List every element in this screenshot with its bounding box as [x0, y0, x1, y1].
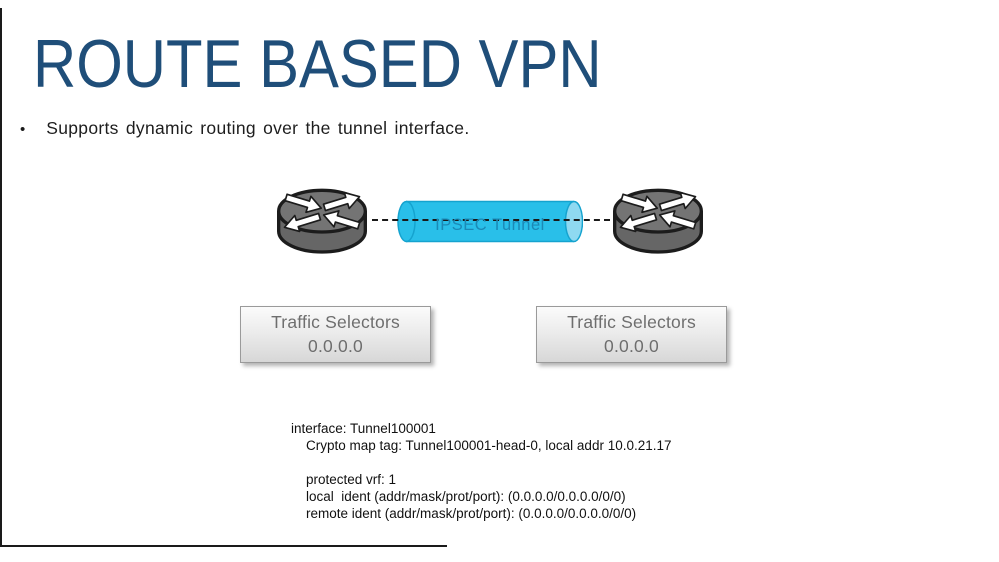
console-line: protected vrf: 1 [291, 472, 397, 487]
traffic-selector-box-right: Traffic Selectors 0.0.0.0 [536, 306, 727, 363]
console-line [291, 454, 672, 471]
console-line: remote ident (addr/mask/prot/port): (0.0… [291, 506, 637, 521]
bottom-border-line [0, 545, 447, 547]
traffic-selector-title: Traffic Selectors [271, 311, 400, 332]
console-line: interface: Tunnel100001 [291, 421, 436, 436]
tunnel-dashed-link-line [372, 219, 610, 221]
left-border-line [0, 8, 2, 547]
bullet-text: Supports dynamic routing over the tunnel… [46, 118, 470, 138]
router-icon [613, 188, 703, 254]
console-output: interface: Tunnel100001 Crypto map tag: … [291, 420, 672, 522]
page-title: ROUTE BASED VPN [33, 26, 602, 102]
tunnel-label: IPSEC Tunnel [435, 216, 545, 234]
traffic-selector-value: 0.0.0.0 [308, 335, 363, 356]
traffic-selector-box-left: Traffic Selectors 0.0.0.0 [240, 306, 431, 363]
bullet-item: • Supports dynamic routing over the tunn… [20, 118, 470, 139]
console-line: Crypto map tag: Tunnel100001-head-0, loc… [291, 438, 672, 453]
tunnel-cylinder-icon [397, 200, 583, 243]
traffic-selector-value: 0.0.0.0 [604, 335, 659, 356]
console-line: local ident (addr/mask/prot/port): (0.0.… [291, 489, 626, 504]
traffic-selector-title: Traffic Selectors [567, 311, 696, 332]
bullet-marker: • [20, 121, 26, 138]
router-icon [277, 188, 367, 254]
